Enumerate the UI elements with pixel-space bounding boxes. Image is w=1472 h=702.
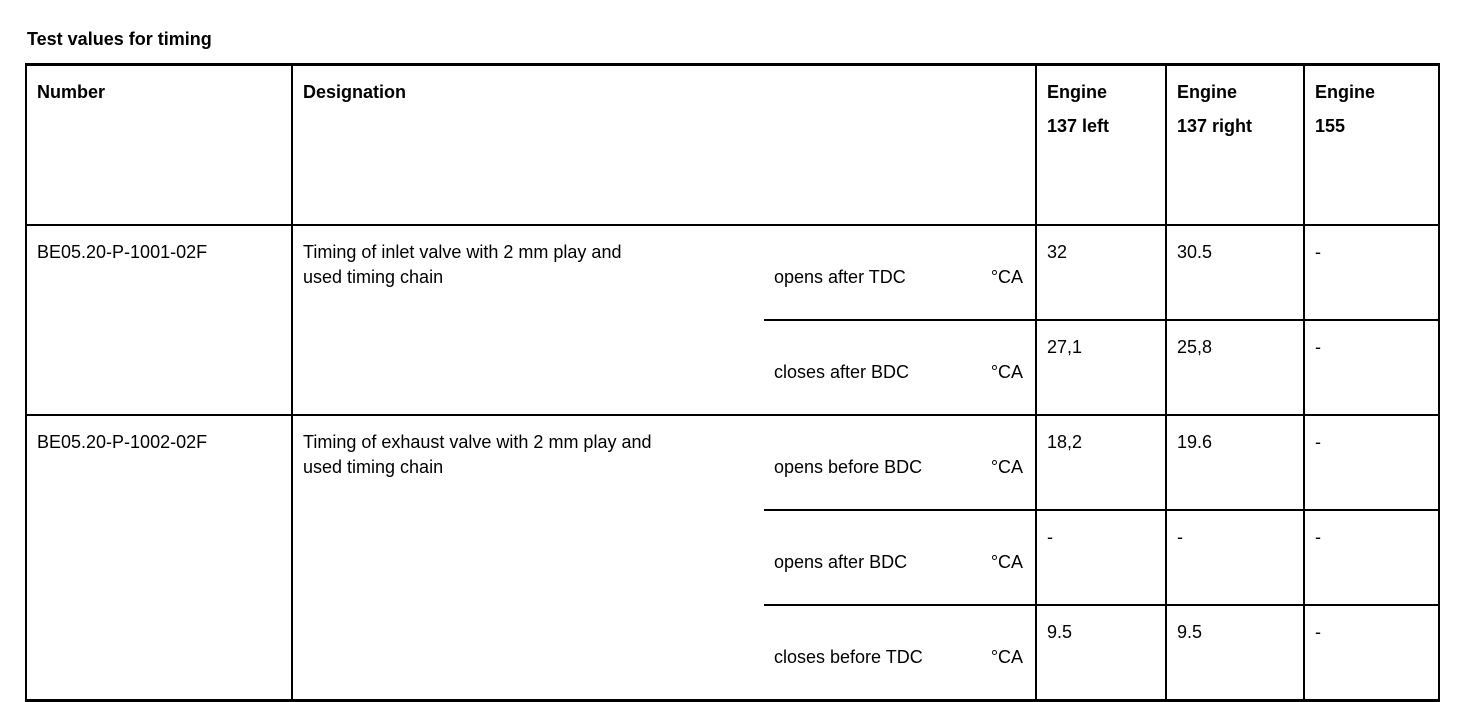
value-cell-engine-137-left: 27,1 (1036, 318, 1168, 415)
table-row: BE05.20-P-1001-02F Timing of inlet valve… (26, 224, 1439, 415)
value-cell-engine-137-right: 9.5 (1166, 603, 1306, 700)
condition-label: opens after BDC (774, 551, 908, 572)
table-row: BE05.20-P-1002-02F Timing of exhaust val… (26, 413, 1440, 700)
condition-cell: closes before TDC °CA (764, 603, 1038, 700)
number-cell: BE05.20-P-1001-02F (26, 224, 293, 415)
condition-cell: closes after BDC °CA (764, 318, 1038, 415)
value-cell-engine-137-left: 18,2 (1036, 413, 1168, 510)
timing-values-table: Number Designation Engine 137 left Engin… (25, 63, 1441, 702)
column-header-engine-155: Engine 155 (1304, 64, 1440, 226)
value-cell-engine-155: - (1315, 241, 1322, 262)
unit-label: °CA (990, 551, 1024, 572)
column-header-engine-137-left: Engine 137 left (1036, 64, 1168, 226)
condition-cell: opens before BDC °CA (764, 413, 1038, 510)
column-header-designation: Designation (292, 64, 1038, 226)
unit-label: °CA (990, 456, 1024, 477)
document-page: Test values for timing Number Designatio… (25, 29, 1441, 702)
condition-label: closes after BDC (774, 361, 910, 382)
value-cell-engine-155: - (1304, 318, 1440, 415)
condition-cell: opens after TDC °CA (764, 224, 1038, 320)
unit-label: °CA (990, 646, 1024, 667)
condition-cell: opens after BDC °CA (764, 508, 1038, 605)
value-cell-engine-137-left: 32 (1036, 224, 1168, 320)
designation-text: Timing of inlet valve with 2 mm play and… (303, 241, 622, 287)
column-header-number: Number (26, 64, 293, 226)
value-cell-engine-137-right: 25,8 (1166, 318, 1306, 415)
value-cell-engine-155: - (1304, 413, 1440, 510)
page-title: Test values for timing (27, 29, 212, 49)
number-cell: BE05.20-P-1002-02F (26, 413, 293, 700)
designation-cell: Timing of exhaust valve with 2 mm play a… (292, 413, 764, 700)
designation-cell: Timing of inlet valve with 2 mm play and… (292, 225, 764, 415)
unit-label: °CA (990, 361, 1024, 382)
table-row: opens after BDC °CA - - - (26, 508, 1440, 605)
value-cell-engine-137-right: 19.6 (1166, 413, 1306, 510)
table-row: closes after BDC °CA 27,1 25,8 - (26, 318, 1440, 415)
unit-label: °CA (990, 266, 1024, 287)
value-cell-engine-155: - (1304, 508, 1440, 605)
value-cell-engine-155: - (1304, 603, 1440, 700)
value-cell-engine-137-right: - (1166, 508, 1306, 605)
designation-text: Timing of exhaust valve with 2 mm play a… (303, 431, 652, 477)
value-cell-engine-137-left: - (1036, 508, 1168, 605)
condition-label: opens before BDC (774, 456, 923, 477)
condition-label: opens after TDC (774, 266, 906, 287)
table-header-row: Number Designation Engine 137 left Engin… (26, 64, 1440, 226)
column-header-engine-137-right: Engine 137 right (1166, 64, 1306, 226)
value-cell-engine-137-left: 9.5 (1036, 603, 1168, 700)
value-cell-engine-137-right: 30.5 (1166, 224, 1306, 320)
condition-label: closes before TDC (774, 646, 923, 667)
